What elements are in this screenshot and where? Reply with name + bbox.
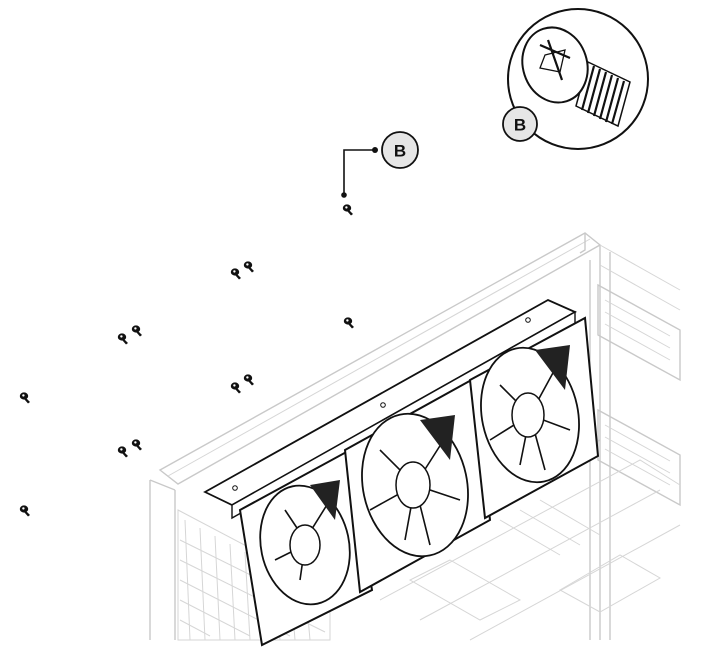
screw-icon [243,374,254,386]
fan-icon [238,448,374,647]
detail-label: B [514,116,526,135]
fan-icon [468,316,600,520]
screw-icon [230,382,241,394]
screw-icon [19,505,30,517]
callout-badge: B [381,131,419,169]
screw-icon [117,446,128,458]
screw-icon [343,317,354,329]
screw-icon [19,392,30,404]
callout-leader [341,147,378,198]
screw-detail-view: B [502,8,649,150]
fan-icon [343,376,492,594]
screw-icon [117,333,128,345]
screw-icon [131,439,142,451]
callout-label: B [394,142,406,161]
screw-icon [243,261,254,273]
screw-icon [131,325,142,337]
screw-icon [342,204,353,216]
screw-icon [521,26,631,128]
case-slot-panel [597,283,681,507]
radiator-assembly [203,298,600,647]
screw-icon [230,268,241,280]
